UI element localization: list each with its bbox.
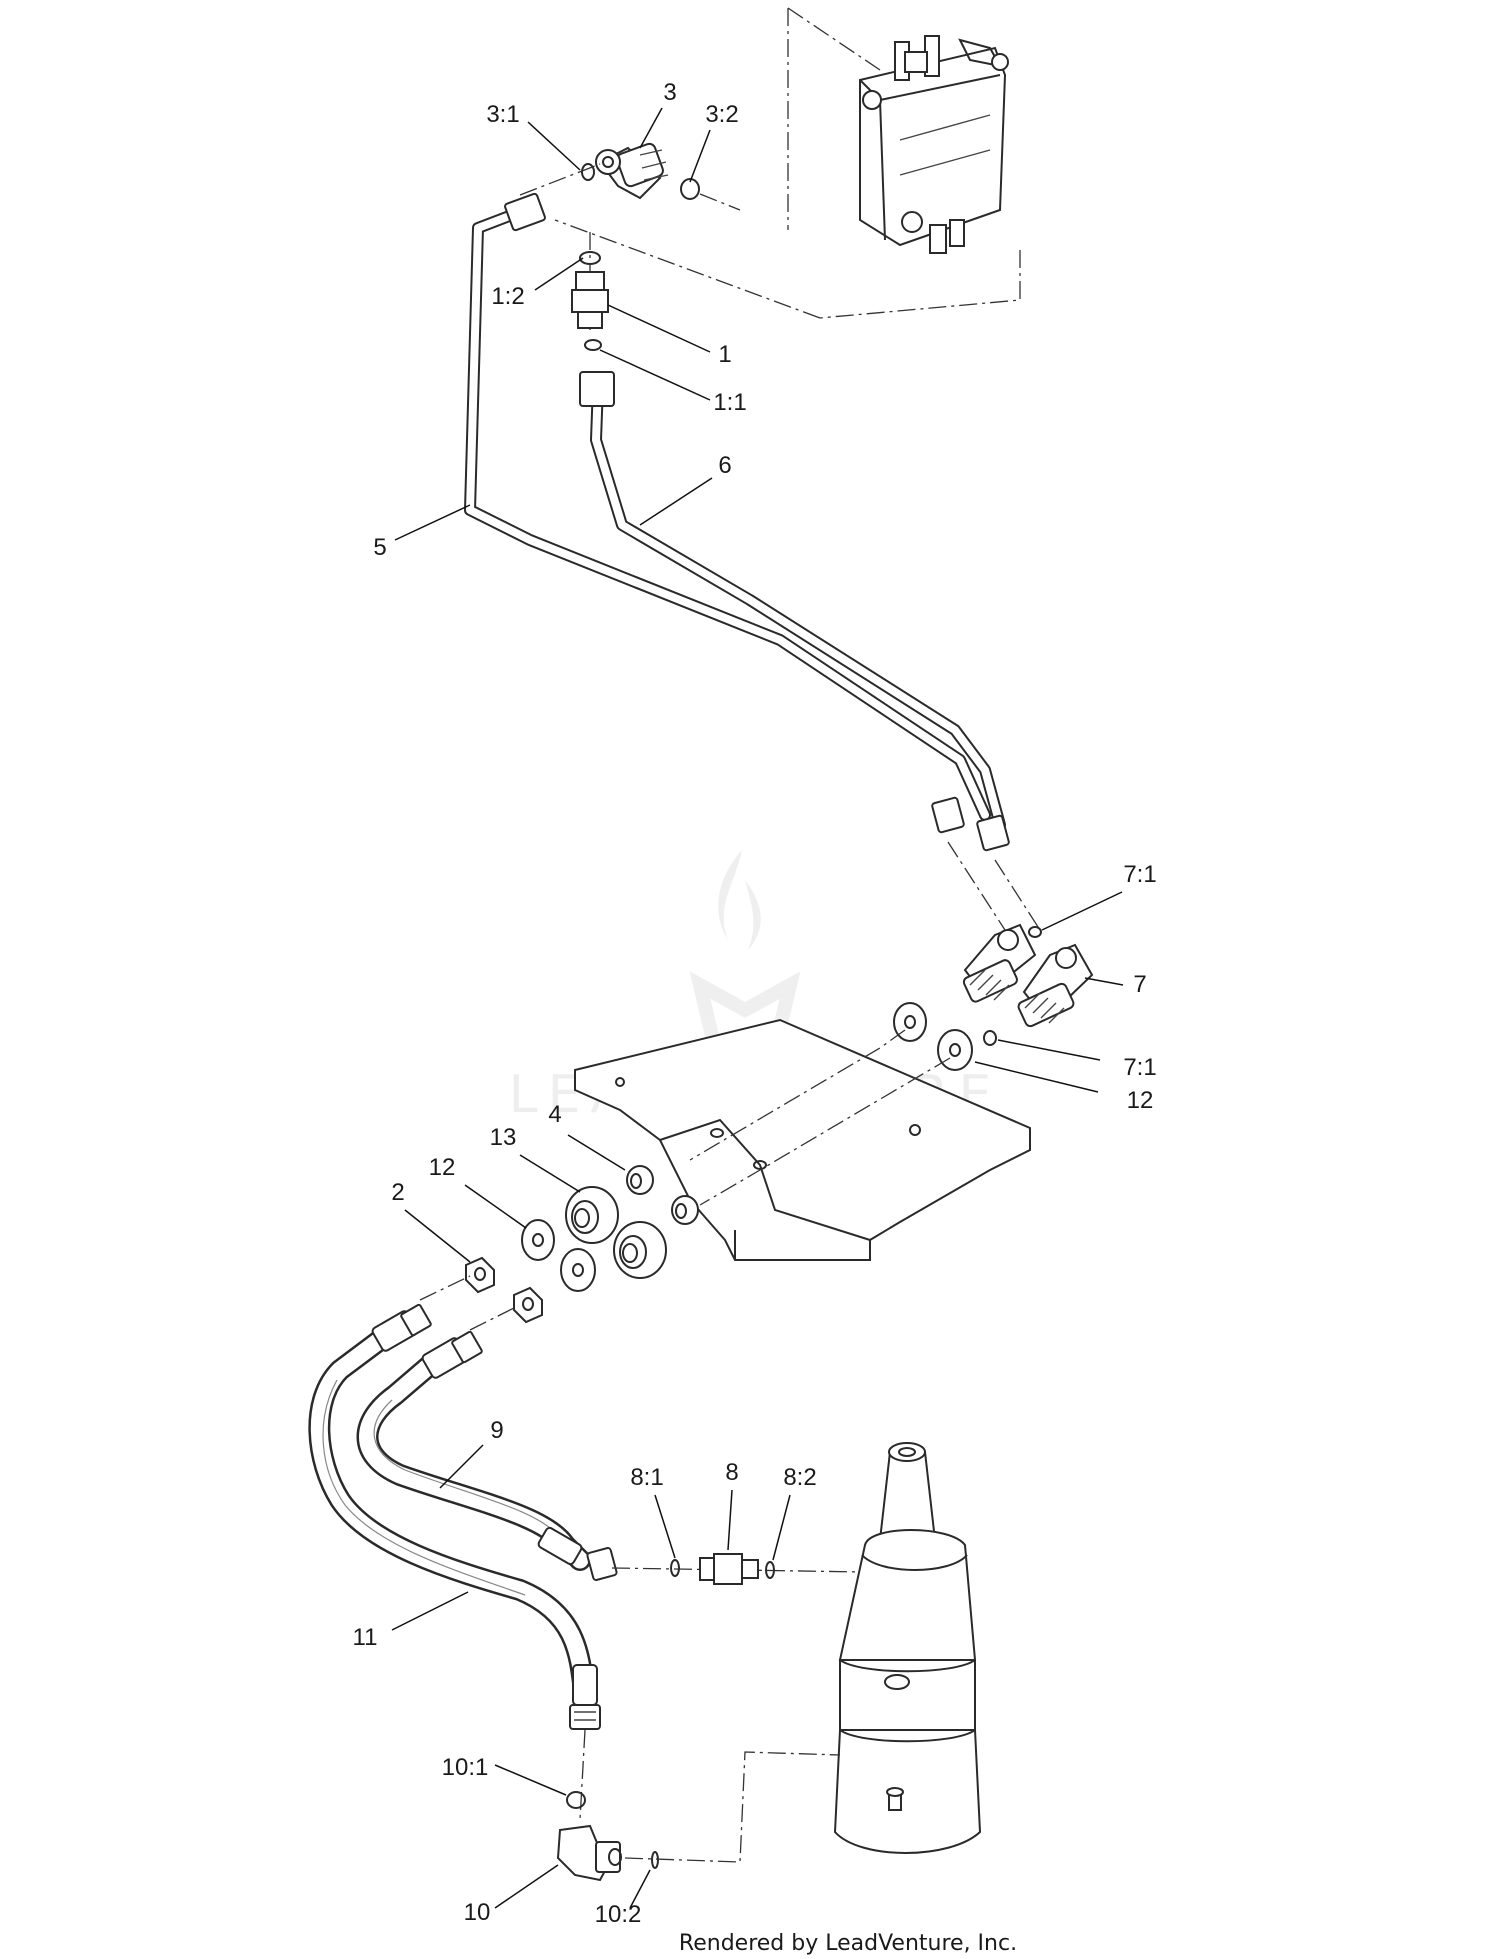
callout-2: 2 bbox=[391, 1179, 404, 1206]
o-ring-8-1 bbox=[670, 1559, 680, 1577]
hose-11-top-fitting bbox=[371, 1303, 432, 1352]
callout-1-1: 1:1 bbox=[713, 389, 746, 416]
o-ring-1-2 bbox=[579, 251, 601, 265]
grommet-13-lower bbox=[613, 1221, 667, 1279]
mounting-bracket bbox=[574, 1018, 1031, 1261]
elbow-fitting-3 bbox=[595, 142, 669, 200]
o-ring-10-2 bbox=[651, 1851, 659, 1869]
callout-7-1-bottom: 7:1 bbox=[1123, 1054, 1156, 1081]
hydraulic-tube-6 bbox=[579, 371, 1006, 831]
callout-8: 8 bbox=[725, 1459, 738, 1486]
spacer-4 bbox=[626, 1165, 654, 1195]
callout-10-1: 10:1 bbox=[442, 1754, 489, 1781]
o-ring-10-1 bbox=[566, 1791, 586, 1809]
callout-1-2: 1:2 bbox=[491, 283, 524, 310]
tube-6-nut bbox=[976, 814, 1010, 852]
straight-fitting-8 bbox=[699, 1553, 759, 1585]
callout-10-2: 10:2 bbox=[595, 1901, 642, 1928]
nut-2 bbox=[465, 1256, 495, 1294]
elbow-fitting-7-left bbox=[962, 923, 1037, 1003]
rendered-by-footer: Rendered by LeadVenture, Inc. bbox=[679, 1931, 1017, 1956]
grommet-13 bbox=[565, 1186, 619, 1244]
callout-3-1: 3:1 bbox=[486, 101, 519, 128]
straight-fitting-1 bbox=[571, 271, 609, 329]
elbow-fitting-7-right bbox=[1017, 943, 1094, 1028]
washer-12-right-lower bbox=[937, 1029, 973, 1071]
hydraulic-hose-9 bbox=[356, 1354, 591, 1571]
callout-8-1: 8:1 bbox=[630, 1464, 663, 1491]
o-ring-7-1-top bbox=[1028, 926, 1042, 938]
o-ring-7-1-bottom bbox=[983, 1030, 997, 1046]
callout-9: 9 bbox=[490, 1417, 503, 1444]
hydraulic-hose-11 bbox=[308, 1329, 596, 1716]
hydraulic-cylinder bbox=[833, 1442, 982, 1854]
o-ring-3-2 bbox=[680, 178, 700, 200]
washer-12-left bbox=[521, 1219, 555, 1261]
nut-2-lower bbox=[513, 1286, 543, 1324]
o-ring-1-1 bbox=[584, 339, 602, 351]
control-valve bbox=[554, 7, 1021, 319]
callout-7-1-top: 7:1 bbox=[1123, 861, 1156, 888]
o-ring-3-1 bbox=[581, 163, 595, 181]
hydraulic-tube-5 bbox=[464, 192, 991, 821]
o-ring-8-2 bbox=[765, 1561, 775, 1579]
callout-3: 3 bbox=[663, 79, 676, 106]
tube-5-nut bbox=[931, 796, 965, 834]
callout-12-right: 12 bbox=[1127, 1087, 1154, 1114]
spacer-4-lower bbox=[671, 1195, 699, 1225]
callout-6: 6 bbox=[718, 452, 731, 479]
callout-12-left: 12 bbox=[429, 1154, 456, 1181]
callout-7: 7 bbox=[1133, 971, 1146, 998]
hose-9-end-fitting bbox=[537, 1526, 618, 1581]
elbow-fitting-10 bbox=[556, 1824, 622, 1882]
leader-lines bbox=[391, 107, 1124, 1909]
washer-12-left-lower bbox=[560, 1248, 596, 1292]
callout-1: 1 bbox=[718, 341, 731, 368]
callout-10: 10 bbox=[464, 1899, 491, 1926]
callout-11: 11 bbox=[353, 1624, 378, 1651]
callout-8-2: 8:2 bbox=[783, 1464, 816, 1491]
callout-5: 5 bbox=[373, 534, 386, 561]
callout-4: 4 bbox=[548, 1101, 561, 1128]
hose-9-top-fitting bbox=[421, 1330, 483, 1379]
callout-13: 13 bbox=[490, 1124, 517, 1151]
callout-3-2: 3:2 bbox=[705, 101, 738, 128]
washer-12-right bbox=[893, 1002, 927, 1042]
hose-11-end-fitting bbox=[569, 1664, 601, 1730]
